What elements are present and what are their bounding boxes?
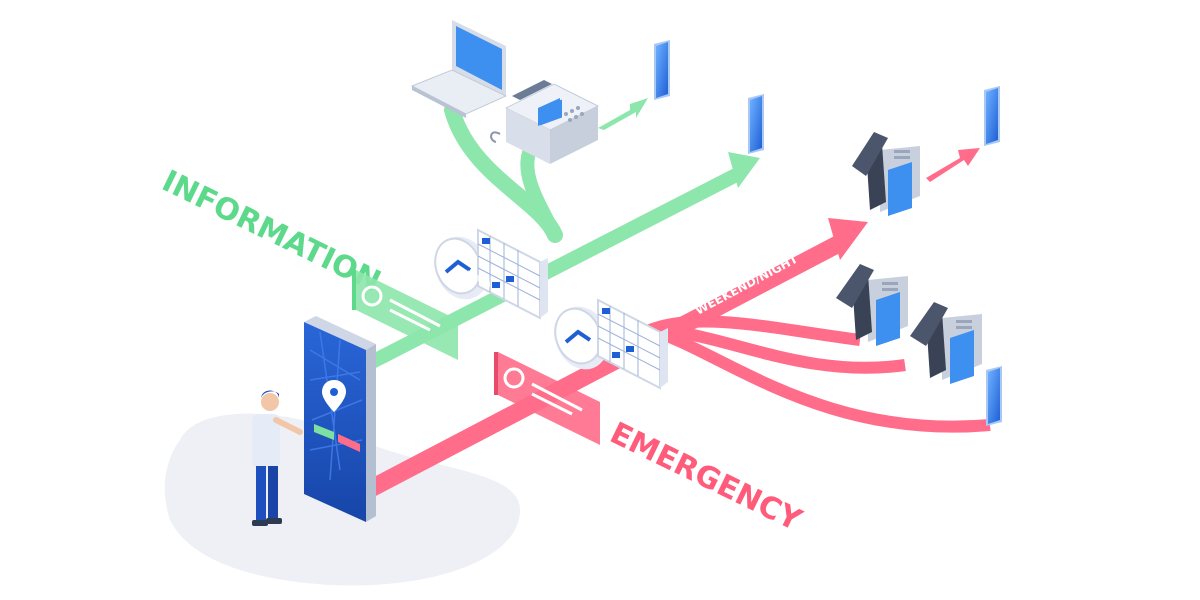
info-chat-bubble-icon bbox=[352, 270, 458, 360]
red-route-label: WEEKEND/NIGHT bbox=[693, 251, 801, 317]
kiosk-buttons bbox=[314, 424, 360, 452]
info-clock-icon bbox=[434, 236, 489, 300]
smartphone-icon-top bbox=[654, 40, 670, 100]
smartphone-icon-right-top bbox=[984, 86, 1000, 146]
intercom-phone-icon-mid-left bbox=[836, 264, 908, 346]
desk-phone-icon bbox=[490, 80, 600, 164]
map-pin-icon bbox=[322, 380, 346, 412]
person-icon bbox=[252, 390, 303, 526]
emergency-calendar-icon bbox=[597, 298, 668, 390]
emergency-label: EMERGENCY bbox=[604, 416, 807, 539]
emergency-flow bbox=[372, 148, 991, 498]
intercom-phone-icon-top bbox=[852, 132, 920, 216]
info-calendar-icon bbox=[477, 228, 548, 320]
emergency-clock-icon bbox=[554, 306, 609, 370]
kiosk-screen-icon bbox=[304, 316, 376, 522]
information-flow bbox=[368, 98, 760, 372]
smartphone-icon-right-bottom bbox=[986, 366, 1002, 426]
information-label: INFORMATION bbox=[156, 164, 386, 300]
intercom-phone-icon-mid-right bbox=[910, 302, 982, 384]
laptop-icon bbox=[410, 20, 508, 287]
smartphone-icon-middle bbox=[748, 94, 764, 154]
emergency-chat-bubble-icon bbox=[494, 352, 600, 445]
